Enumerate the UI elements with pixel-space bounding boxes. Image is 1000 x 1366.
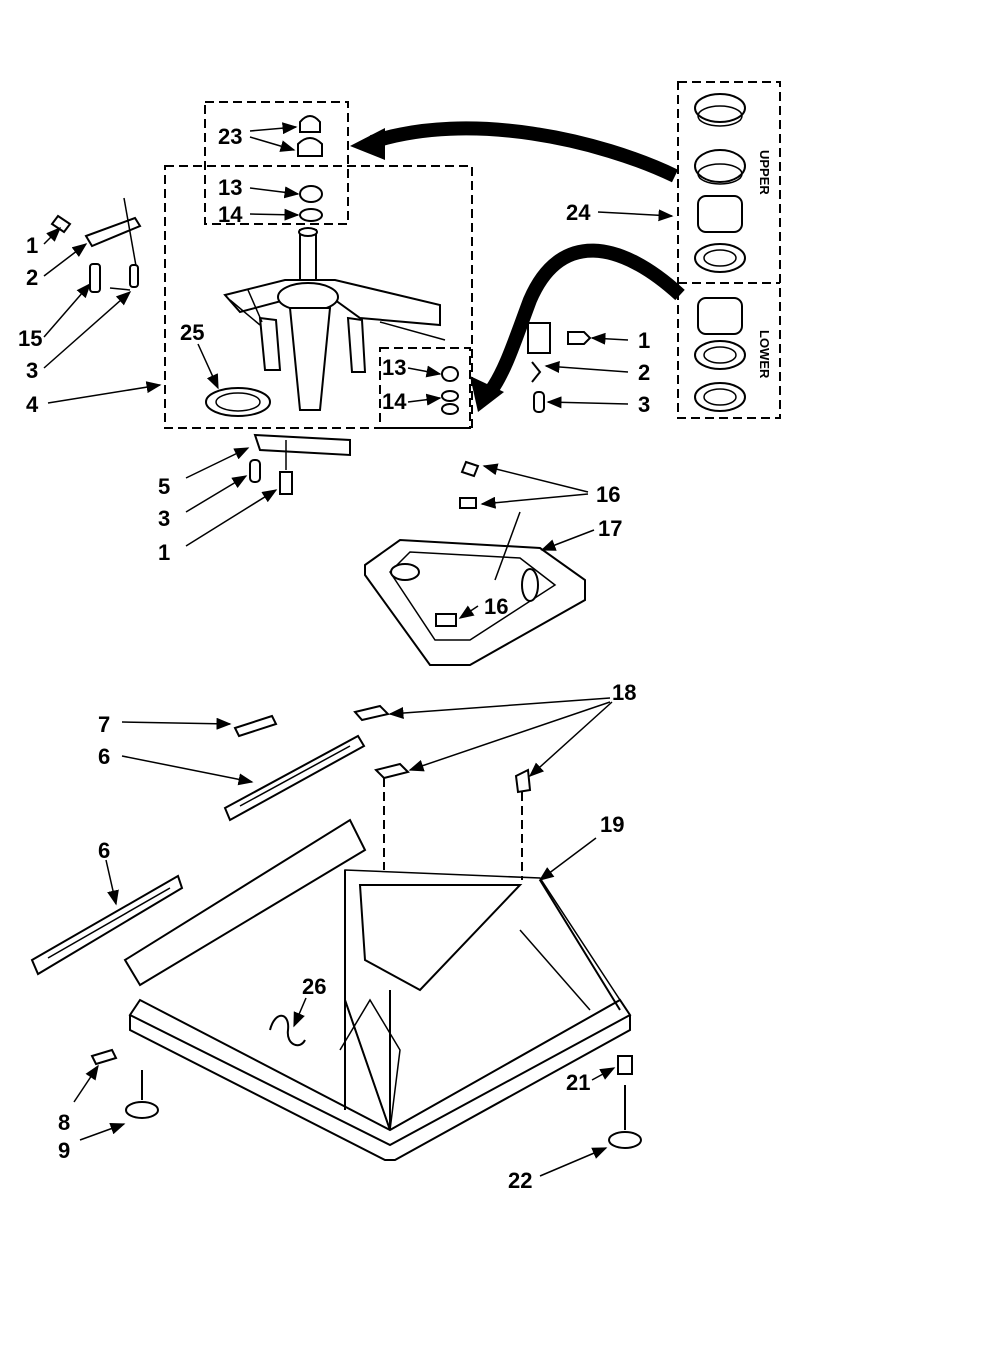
callout-9: 9 bbox=[58, 1138, 70, 1163]
clip-18-b bbox=[374, 762, 410, 780]
right-bracket-link bbox=[527, 322, 592, 413]
callout-3-right: 3 bbox=[638, 392, 650, 417]
rail-6-upper bbox=[223, 734, 366, 822]
lower-bracket-5 bbox=[249, 433, 351, 495]
callout-5: 5 bbox=[158, 474, 170, 499]
kit-lower-label: LOWER bbox=[757, 330, 772, 379]
callout-13-top: 13 bbox=[218, 175, 242, 200]
callout-4: 4 bbox=[26, 392, 39, 417]
washer-14-top bbox=[299, 208, 323, 222]
callout-22: 22 bbox=[508, 1168, 532, 1193]
nut-21 bbox=[617, 1055, 633, 1075]
inset-box-main bbox=[164, 165, 473, 429]
callout-7: 7 bbox=[98, 712, 110, 737]
clip-18-c bbox=[514, 768, 532, 794]
spring-clip-26 bbox=[269, 1014, 306, 1047]
callout-24: 24 bbox=[566, 200, 591, 225]
bearing-13-lower bbox=[441, 366, 459, 382]
callout-16-upper: 16 bbox=[596, 482, 620, 507]
leader-lines bbox=[43, 122, 674, 1177]
callout-19: 19 bbox=[600, 812, 624, 837]
callout-15: 15 bbox=[18, 326, 42, 351]
callout-2-right: 2 bbox=[638, 360, 650, 385]
pad-8 bbox=[90, 1048, 118, 1066]
rail-6-lower bbox=[30, 874, 184, 976]
gearcase-spider-bracket bbox=[223, 227, 446, 411]
rail-7 bbox=[233, 714, 278, 738]
callout-2-left: 2 bbox=[26, 265, 38, 290]
arrow-kit-to-top bbox=[350, 121, 679, 183]
callout-14-top: 14 bbox=[218, 202, 243, 227]
leveling-leg-22 bbox=[608, 1085, 642, 1149]
bearing-23-upper bbox=[299, 115, 321, 133]
callout-6-lower: 6 bbox=[98, 838, 110, 863]
kit-upper-label: UPPER bbox=[757, 150, 772, 195]
callout-21: 21 bbox=[566, 1070, 590, 1095]
callout-23: 23 bbox=[218, 124, 242, 149]
callout-6-upper: 6 bbox=[98, 744, 110, 769]
clip-18-a bbox=[353, 704, 390, 722]
bearing-kit-24-box bbox=[677, 81, 781, 419]
callout-1-left: 1 bbox=[26, 233, 38, 258]
leveling-leg-9 bbox=[125, 1070, 159, 1119]
bearing-23-lower bbox=[297, 137, 323, 157]
tub-seal-25 bbox=[205, 387, 271, 417]
bearing-13-top bbox=[299, 185, 323, 203]
inset-box-top bbox=[204, 101, 349, 225]
arrow-kit-to-lower bbox=[470, 243, 685, 412]
frame-17 bbox=[364, 460, 586, 666]
callout-25: 25 bbox=[180, 320, 204, 345]
callout-26: 26 bbox=[302, 974, 326, 999]
callout-3-center: 3 bbox=[158, 506, 170, 531]
callout-14-lower: 14 bbox=[382, 389, 407, 414]
callout-17: 17 bbox=[598, 516, 622, 541]
callout-18: 18 bbox=[612, 680, 636, 705]
callout-3-left: 3 bbox=[26, 358, 38, 383]
callout-13-lower: 13 bbox=[382, 355, 406, 380]
left-bracket-link bbox=[50, 197, 142, 293]
callout-16-lower: 16 bbox=[484, 594, 508, 619]
inset-box-bearings bbox=[379, 347, 471, 429]
washer-14-lower bbox=[441, 390, 459, 415]
callout-1-center: 1 bbox=[158, 540, 170, 565]
base-frame-19 bbox=[123, 818, 632, 1161]
callout-8: 8 bbox=[58, 1110, 70, 1135]
callout-1-right: 1 bbox=[638, 328, 650, 353]
